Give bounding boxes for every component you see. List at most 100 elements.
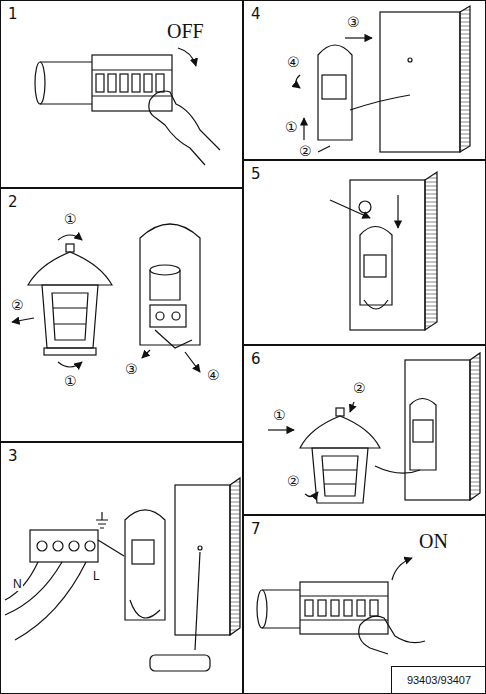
line-art [413,420,433,442]
line-art [185,352,200,372]
line-art [262,590,300,628]
line-art [322,75,346,99]
line-art [155,330,192,348]
line-art [52,293,88,340]
line-art [300,582,388,634]
line-art [359,201,371,213]
line-art [58,235,82,240]
step-number: 7 [251,521,261,538]
line-art [410,399,436,471]
line-art [178,48,196,66]
step-panel: 5 [243,160,486,345]
line-art [53,541,63,551]
callout-number: ① [272,408,287,423]
line-art [268,429,294,430]
line-art [35,62,45,104]
line-art [425,172,437,330]
line-art [175,485,230,635]
line-art [5,562,86,640]
step-number: 3 [8,448,18,465]
callout-number: ③ [346,15,361,30]
callout-number: ② [10,298,25,313]
line-art [230,478,240,635]
line-art [305,600,313,616]
line-art [149,91,220,165]
line-art [300,416,380,448]
line-art [318,146,330,152]
wire-name: N [12,578,23,591]
line-art [364,255,386,277]
line-art [40,62,92,104]
line-art [350,95,410,110]
line-art [392,558,412,580]
callout-number: ② [298,144,313,159]
line-art [96,512,108,528]
callout-number: ④ [286,55,301,70]
line-art [30,530,98,562]
line-art [350,180,425,330]
line-art [44,348,96,355]
line-art [408,58,412,62]
step-panel: 1 [0,0,243,188]
line-art [330,200,370,218]
line-art [156,312,164,320]
line-art [150,305,186,327]
line-art [98,540,124,556]
line-art [305,492,318,497]
line-art [350,402,354,412]
line-art [360,227,392,306]
line-art [357,600,365,616]
line-art [318,45,352,140]
line-art [37,541,47,551]
line-art [85,541,95,551]
callout-number: ① [63,212,78,227]
line-art [172,312,180,320]
line-art [331,600,339,616]
callout-number: ① [63,374,78,389]
line-art [318,600,326,616]
line-art [125,510,165,620]
line-art [460,6,470,152]
line-art [96,74,104,92]
line-art [370,600,378,616]
line-art [132,74,140,92]
line-art [92,55,172,111]
callout-number: ④ [206,368,221,383]
line-art [364,300,388,309]
model-number: 93403/93407 [407,674,471,686]
line-art [345,37,372,38]
step-panel: 3 [0,442,243,694]
line-art [375,466,420,473]
line-art [142,350,150,358]
line-art [150,655,210,671]
line-art [397,195,398,228]
callout-number: ① [284,120,299,135]
model-number-box: 93403/93407 [391,666,486,694]
step-panel: 2 [0,188,243,442]
line-art [322,456,358,496]
callout-number: ② [286,474,301,489]
line-art [120,74,128,92]
line-art [144,74,152,92]
line-art [380,12,460,152]
callout-number: ③ [124,362,139,377]
step-number: 5 [251,166,261,183]
line-art [28,252,112,285]
line-art [150,265,180,275]
line-art [132,540,154,564]
callout-number: ② [352,381,367,396]
line-art [359,616,425,654]
line-art [108,74,116,92]
line-art [156,74,164,92]
step-number: 4 [251,6,261,23]
line-art [405,360,470,500]
line-art [58,362,82,367]
line-art [195,552,200,650]
line-art [312,448,368,503]
line-art [296,75,300,88]
line-art [198,546,202,550]
line-art [12,318,34,322]
line-art [66,244,74,252]
line-art [140,224,200,345]
